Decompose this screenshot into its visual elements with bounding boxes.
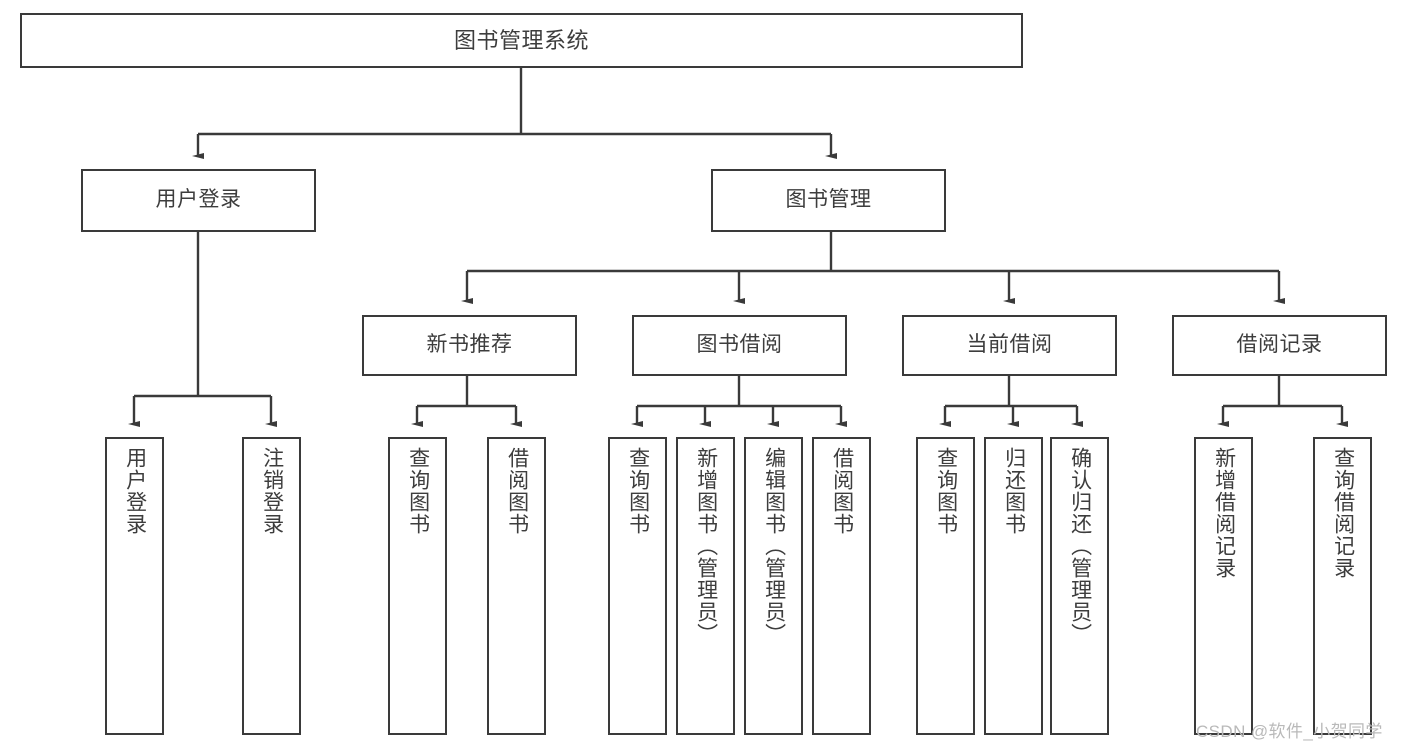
leaf-confirm-return-admin[interactable]: 确认归还（管理员） xyxy=(1050,437,1109,735)
leaf-query-book-current[interactable]: 查询图书 xyxy=(916,437,975,735)
node-borrow-record[interactable]: 借阅记录 xyxy=(1172,315,1387,376)
leaf-user-logout[interactable]: 注销登录 xyxy=(242,437,301,735)
node-label: 图书管理 xyxy=(785,188,872,212)
watermark: CSDN @软件_小贺同学 xyxy=(1196,722,1383,741)
node-label: 查询图书 xyxy=(406,447,430,535)
leaf-user-login[interactable]: 用户登录 xyxy=(105,437,164,735)
node-label: 新增图书（管理员） xyxy=(694,447,718,645)
node-label: 新书推荐 xyxy=(426,333,513,357)
node-label: 当前借阅 xyxy=(966,333,1053,357)
node-label: 用户登录 xyxy=(155,188,242,212)
node-label: 查询图书 xyxy=(934,447,958,535)
node-label: 借阅图书 xyxy=(830,447,854,535)
node-label: 用户登录 xyxy=(123,447,147,535)
node-label: 查询图书 xyxy=(626,447,650,535)
node-label: 新增借阅记录 xyxy=(1212,447,1236,579)
leaf-query-borrow-record[interactable]: 查询借阅记录 xyxy=(1313,437,1372,735)
leaf-add-borrow-record[interactable]: 新增借阅记录 xyxy=(1194,437,1253,735)
leaf-add-book-admin[interactable]: 新增图书（管理员） xyxy=(676,437,735,735)
node-new-book-recommendation[interactable]: 新书推荐 xyxy=(362,315,577,376)
leaf-borrow-book[interactable]: 借阅图书 xyxy=(812,437,871,735)
node-root-system[interactable]: 图书管理系统 xyxy=(20,13,1023,68)
node-label: 查询借阅记录 xyxy=(1331,447,1355,579)
leaf-query-book-borrow[interactable]: 查询图书 xyxy=(608,437,667,735)
node-user-login[interactable]: 用户登录 xyxy=(81,169,316,232)
node-book-borrow[interactable]: 图书借阅 xyxy=(632,315,847,376)
node-label: 归还图书 xyxy=(1002,447,1026,535)
node-current-borrow[interactable]: 当前借阅 xyxy=(902,315,1117,376)
node-label: 确认归还（管理员） xyxy=(1068,447,1092,645)
node-book-management[interactable]: 图书管理 xyxy=(711,169,946,232)
node-label: 图书借阅 xyxy=(696,333,783,357)
leaf-borrow-book-new-recommendation[interactable]: 借阅图书 xyxy=(487,437,546,735)
leaf-edit-book-admin[interactable]: 编辑图书（管理员） xyxy=(744,437,803,735)
node-label: 编辑图书（管理员） xyxy=(762,447,786,645)
leaf-return-book[interactable]: 归还图书 xyxy=(984,437,1043,735)
node-label: 图书管理系统 xyxy=(453,27,589,53)
node-label: 注销登录 xyxy=(260,447,284,535)
leaf-query-book-new-recommendation[interactable]: 查询图书 xyxy=(388,437,447,735)
node-label: 借阅记录 xyxy=(1236,333,1323,357)
node-label: 借阅图书 xyxy=(505,447,529,535)
